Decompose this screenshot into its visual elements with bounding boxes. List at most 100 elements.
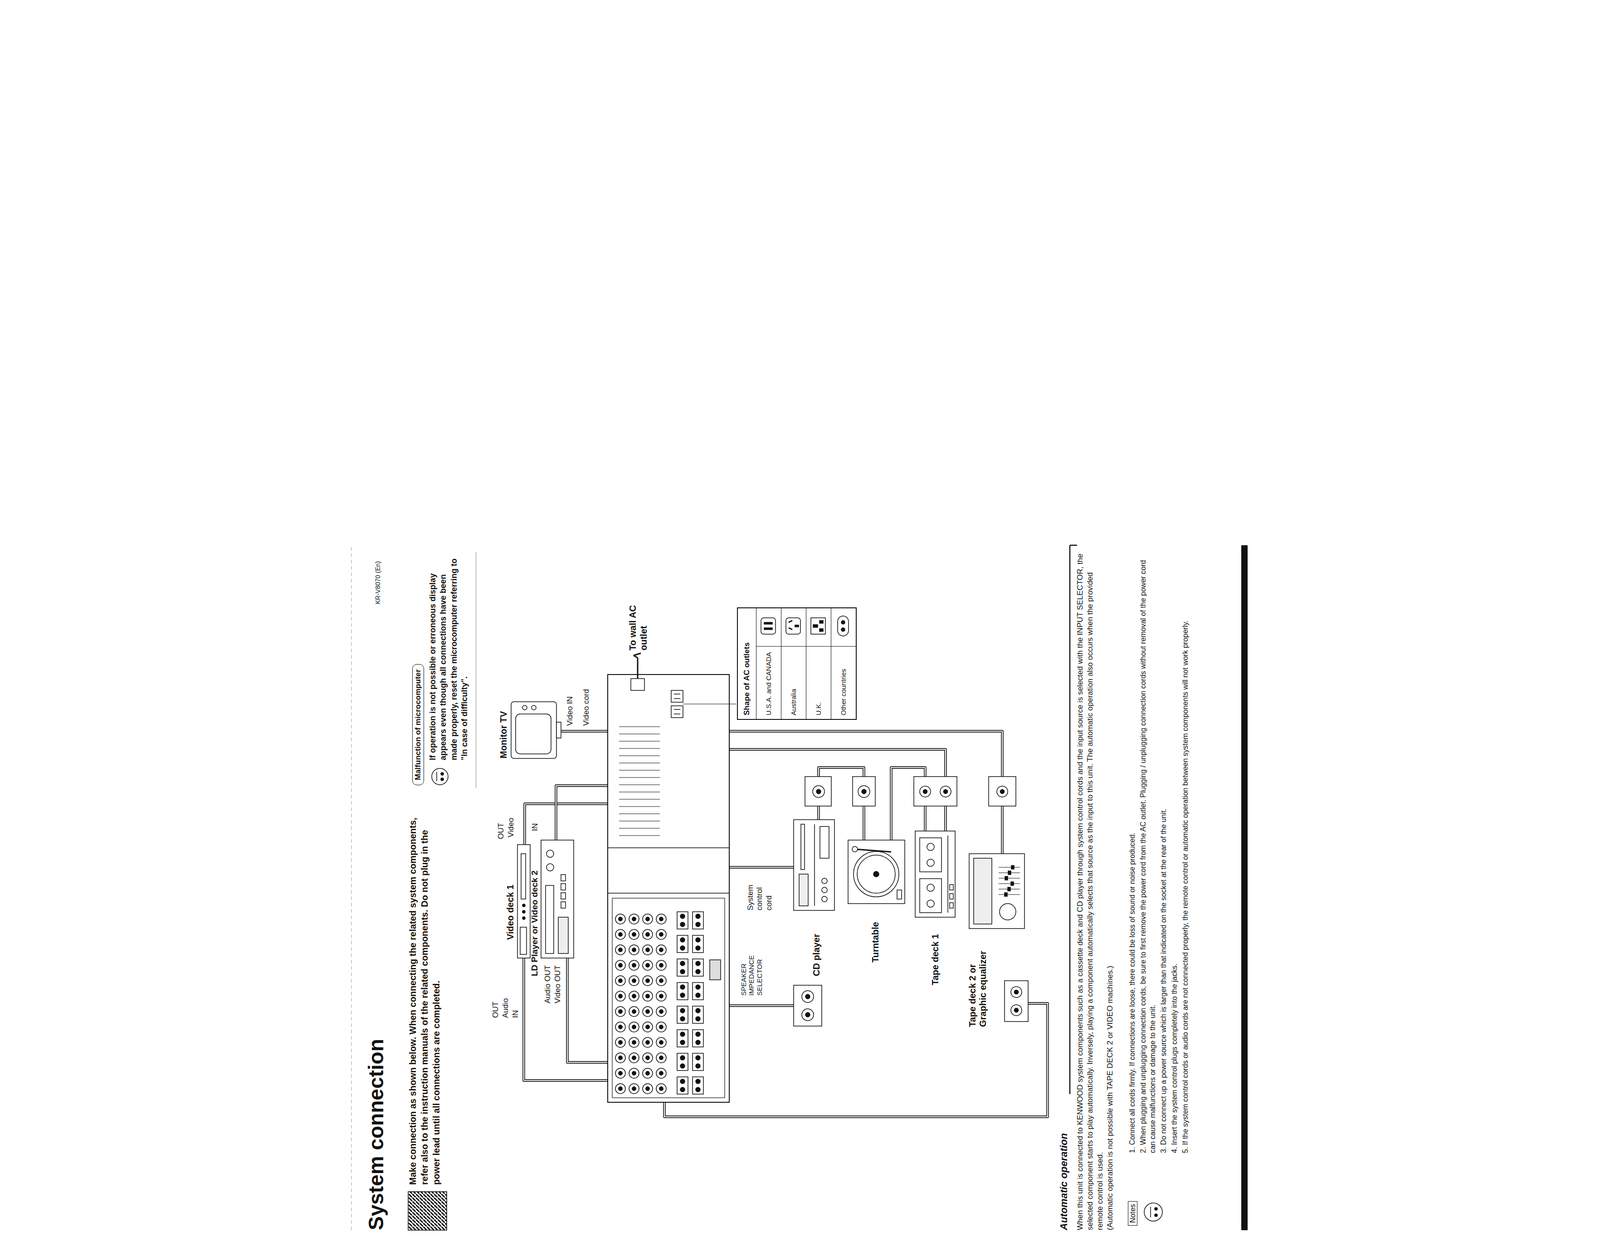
jack-circle bbox=[629, 913, 640, 924]
jack-circle bbox=[618, 1024, 623, 1029]
jack-circle bbox=[695, 913, 701, 919]
jack-circle bbox=[618, 1009, 623, 1014]
jack-circle bbox=[926, 858, 935, 867]
jack-circle bbox=[1000, 789, 1005, 794]
jack-label: Video bbox=[506, 817, 516, 838]
jack-circle bbox=[440, 777, 444, 781]
jack-circle bbox=[645, 978, 650, 983]
jack-circle bbox=[615, 1037, 626, 1048]
outline-rect bbox=[677, 935, 688, 953]
jack-circle bbox=[632, 978, 636, 983]
cable-core bbox=[524, 803, 608, 845]
drawn-line bbox=[619, 726, 660, 727]
outline-rect bbox=[692, 1005, 704, 1024]
connection-cord bbox=[664, 1003, 1048, 1117]
jack-circle bbox=[821, 896, 828, 902]
jack-circle bbox=[618, 1086, 623, 1091]
monitor-tv: Monitor TV bbox=[511, 701, 561, 759]
label-holder: KR-V8070 (En) bbox=[374, 545, 382, 605]
jack-circle bbox=[680, 1039, 685, 1045]
outline-rect bbox=[764, 627, 773, 630]
drawn-line bbox=[619, 733, 660, 735]
outline-rect bbox=[556, 721, 561, 738]
jack-circle bbox=[632, 1024, 636, 1029]
jack-circle bbox=[926, 899, 935, 908]
drawn-line bbox=[619, 835, 660, 836]
jack-circle bbox=[695, 937, 701, 942]
component-heading: LD Player or Video deck 2 bbox=[529, 870, 540, 976]
jack-circle bbox=[656, 913, 667, 924]
jack-circle bbox=[996, 785, 1008, 797]
outline-rect bbox=[692, 982, 704, 1000]
outline-rect bbox=[919, 837, 942, 872]
jack-circle bbox=[642, 990, 653, 1001]
label-holder: When this unit is connected to KENWOOD s… bbox=[1075, 549, 1106, 1230]
jack-circle bbox=[615, 913, 626, 924]
jack-circle bbox=[642, 913, 653, 924]
jack-circle bbox=[656, 1037, 667, 1048]
jack-circle bbox=[615, 1006, 626, 1017]
outline-rect bbox=[913, 776, 957, 806]
drawn-line bbox=[351, 545, 352, 1230]
drawn-line bbox=[619, 799, 660, 800]
outline-rect bbox=[520, 926, 527, 955]
outline-rect bbox=[785, 617, 801, 635]
note-item: 1. Connect all cords firmly. If connecti… bbox=[1127, 549, 1138, 1153]
outline-rect bbox=[677, 1005, 688, 1024]
outline-rect bbox=[692, 1076, 704, 1094]
table-cell: Australia bbox=[789, 649, 798, 719]
drawn-line bbox=[682, 703, 737, 705]
drawn-line bbox=[619, 741, 660, 742]
jack-circle bbox=[853, 851, 899, 897]
jack-circle bbox=[659, 1040, 664, 1044]
jack-circle bbox=[659, 932, 664, 937]
table-row: U.S.A. and CANADA bbox=[756, 608, 781, 719]
jack-circle bbox=[659, 978, 664, 983]
connection-cord bbox=[560, 729, 608, 733]
label-holder: 1. Connect all cords firmly. If connecti… bbox=[1127, 549, 1138, 1153]
notice-box: Malfunction of microcomputerIf operation… bbox=[410, 551, 477, 788]
jack-circle bbox=[940, 785, 952, 797]
jack-circle bbox=[629, 1068, 640, 1079]
jack-circle bbox=[656, 975, 667, 986]
cable-core bbox=[560, 730, 608, 732]
jack-circle bbox=[659, 917, 664, 921]
jack-label: Video OUT bbox=[553, 965, 563, 1004]
jack-circle bbox=[680, 937, 685, 942]
jack-circle bbox=[522, 910, 526, 913]
cable-core bbox=[523, 957, 608, 1081]
outline-rect bbox=[612, 897, 725, 1098]
component-heading: Video deck 1 bbox=[505, 884, 516, 940]
jack-circle bbox=[695, 969, 701, 974]
outline-rect bbox=[1010, 881, 1014, 886]
drawn-line bbox=[637, 657, 639, 679]
notes-tag: Notes bbox=[1127, 1200, 1138, 1226]
drawn-line bbox=[619, 828, 660, 829]
video-deck: Video deck 1 bbox=[517, 844, 531, 958]
drawn-line bbox=[673, 697, 681, 699]
monitor-tv-drawing bbox=[511, 701, 561, 759]
jack-circle bbox=[629, 929, 640, 940]
cd-player: CD player bbox=[793, 819, 840, 1031]
jack-circle bbox=[656, 1021, 667, 1032]
note-item: 4. Insert the system control plugs compl… bbox=[1170, 549, 1180, 1153]
jack-circle bbox=[1014, 1007, 1019, 1012]
outline-rect bbox=[692, 958, 704, 976]
jack-circle bbox=[821, 878, 828, 884]
outline-rect bbox=[677, 1029, 688, 1047]
outline-rect bbox=[677, 1053, 688, 1071]
jack-circle bbox=[695, 1055, 701, 1060]
cd-player-drawing bbox=[793, 819, 840, 1031]
label-holder: 3. Do not connect up a power source whic… bbox=[1159, 549, 1169, 1153]
drawn-line bbox=[619, 762, 660, 764]
drawn-line bbox=[607, 892, 730, 894]
jack-circle bbox=[858, 785, 870, 798]
cord-label: System control cord bbox=[746, 876, 774, 911]
jack-circle bbox=[629, 1021, 640, 1032]
outline-rect bbox=[692, 911, 704, 929]
label-holder: OUT bbox=[496, 822, 506, 840]
jack-circle bbox=[645, 917, 650, 921]
drawn-line bbox=[619, 770, 660, 771]
jack-circle bbox=[695, 921, 701, 927]
jack-circle bbox=[642, 1021, 653, 1032]
